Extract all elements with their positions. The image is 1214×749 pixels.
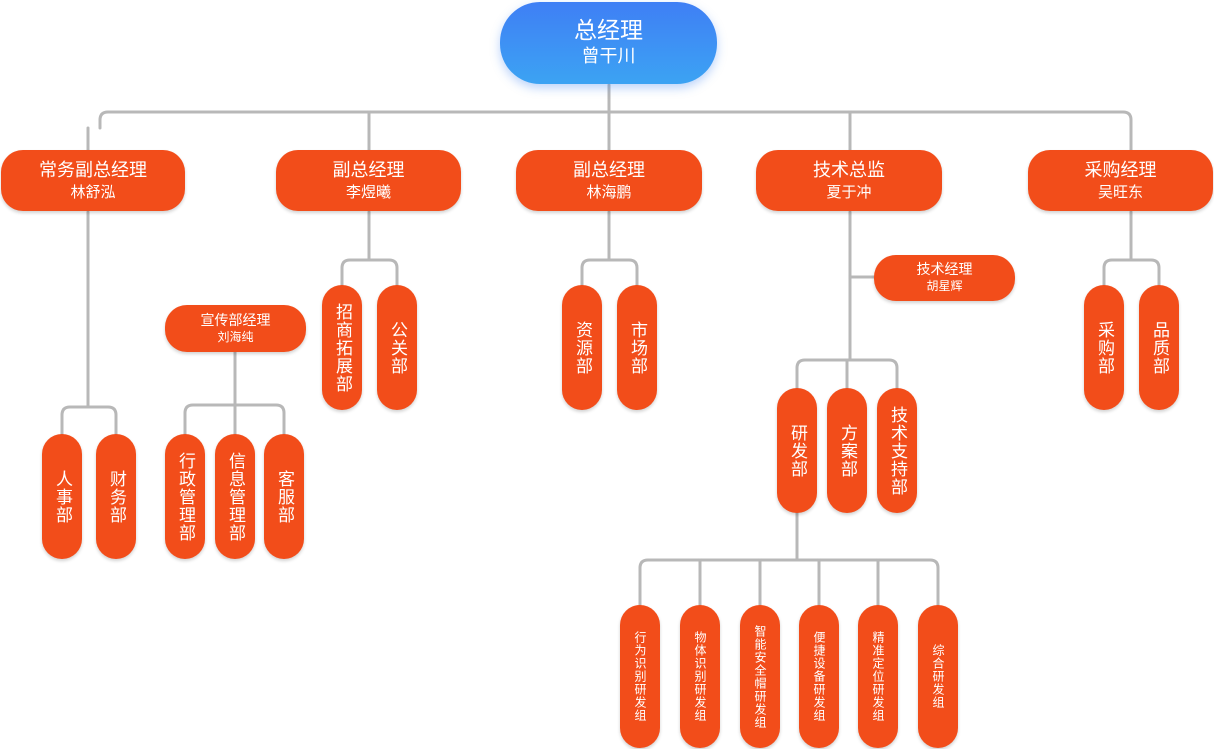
rd-group-label: 行为识别研发组	[633, 631, 647, 722]
department-node: 招商拓展部	[322, 285, 362, 410]
rd-group-label: 智能安全帽研发组	[753, 624, 767, 729]
connector	[1102, 258, 1161, 287]
department-label: 客服部	[274, 469, 294, 524]
executive-node: 副总经理 林海鹏	[516, 150, 702, 211]
executive-title: 常务副总经理	[39, 159, 147, 181]
rd-group-node: 物体识别研发组	[680, 605, 720, 748]
ceo-node: 总经理 曾干川	[500, 2, 717, 84]
executive-title: 技术总监	[813, 159, 885, 181]
connector	[580, 258, 639, 287]
tech-manager-node: 技术经理 胡星辉	[874, 255, 1015, 301]
department-label: 研发部	[787, 423, 807, 478]
rd-group-node: 便捷设备研发组	[799, 605, 839, 748]
department-node: 信息管理部	[215, 434, 255, 559]
manager-title: 宣传部经理	[200, 312, 271, 329]
ceo-title: 总经理	[574, 18, 643, 44]
executive-node: 技术总监 夏于冲	[756, 150, 942, 211]
manager-title: 技术经理	[916, 262, 973, 278]
rd-group-label: 物体识别研发组	[693, 631, 707, 722]
executive-name: 夏于冲	[826, 182, 872, 201]
rd-group-node: 行为识别研发组	[620, 605, 660, 748]
rd-group-node: 智能安全帽研发组	[740, 605, 780, 748]
department-label: 人事部	[52, 469, 72, 524]
connector	[60, 405, 118, 436]
department-node: 人事部	[42, 434, 82, 559]
executive-title: 副总经理	[573, 159, 645, 181]
connector	[340, 258, 399, 287]
manager-name: 刘海纯	[217, 329, 254, 344]
rd-group-node: 精准定位研发组	[858, 605, 898, 748]
department-label: 技术支持部	[887, 405, 907, 496]
rd-group-label: 精准定位研发组	[871, 631, 885, 722]
department-node: 研发部	[777, 388, 817, 513]
department-label: 方案部	[837, 423, 857, 478]
department-node: 行政管理部	[165, 434, 205, 559]
department-node: 公关部	[377, 285, 417, 410]
executive-node: 常务副总经理 林舒泓	[1, 150, 185, 211]
department-node: 市场部	[617, 285, 657, 410]
executive-node: 副总经理 李煜曦	[276, 150, 461, 211]
executive-name: 林舒泓	[70, 182, 116, 201]
department-label: 资源部	[572, 320, 592, 375]
department-label: 信息管理部	[225, 451, 245, 542]
connector	[98, 110, 1133, 152]
department-node: 方案部	[827, 388, 867, 513]
executive-name: 林海鹏	[586, 182, 632, 201]
department-label: 公关部	[387, 320, 407, 375]
executive-title: 副总经理	[332, 159, 405, 181]
department-label: 市场部	[627, 320, 647, 375]
department-label: 采购部	[1094, 320, 1114, 375]
connector	[638, 558, 940, 607]
executive-title: 采购经理	[1084, 159, 1157, 181]
rd-group-node: 综合研发组	[918, 605, 958, 748]
department-label: 财务部	[106, 469, 126, 524]
executive-name: 李煜曦	[345, 182, 391, 201]
ceo-name: 曾干川	[581, 46, 636, 67]
manager-name: 胡星辉	[926, 279, 963, 293]
department-node: 技术支持部	[877, 388, 917, 513]
department-node: 资源部	[562, 285, 602, 410]
department-node: 财务部	[96, 434, 136, 559]
executive-node: 采购经理 吴旺东	[1028, 150, 1213, 211]
department-node: 客服部	[264, 434, 304, 559]
department-label: 品质部	[1149, 320, 1169, 375]
publicity-manager-node: 宣传部经理 刘海纯	[165, 305, 306, 352]
rd-group-label: 综合研发组	[931, 644, 945, 709]
department-label: 招商拓展部	[332, 302, 352, 393]
executive-name: 吴旺东	[1097, 182, 1143, 201]
department-label: 行政管理部	[175, 451, 195, 542]
rd-group-label: 便捷设备研发组	[812, 631, 826, 722]
department-node: 采购部	[1084, 285, 1124, 410]
department-node: 品质部	[1139, 285, 1179, 410]
